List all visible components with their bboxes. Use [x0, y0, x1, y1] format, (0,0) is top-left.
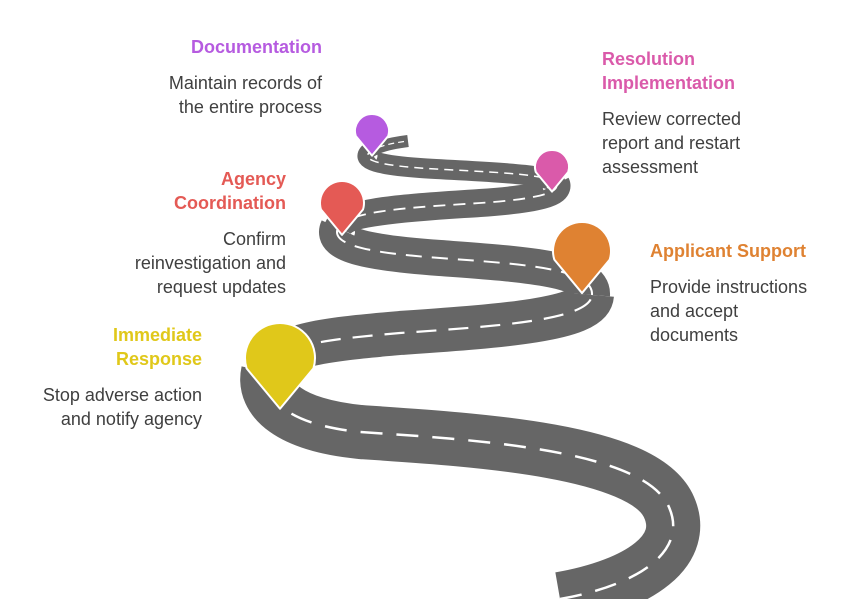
- step-description-line: reinvestigation and: [134, 253, 286, 273]
- step-title: Documentation: [169, 35, 322, 59]
- step-title-line: Immediate: [112, 325, 202, 345]
- step-description-line: documents: [650, 325, 739, 345]
- step-title-line: Resolution: [602, 49, 695, 69]
- step-description-line: Confirm: [222, 229, 286, 249]
- road-segment-1: [240, 366, 701, 599]
- step-description-line: request updates: [156, 277, 286, 297]
- map-pin-icon: [534, 149, 570, 193]
- step-description: Confirm reinvestigation and request update…: [135, 227, 286, 299]
- road-segment-4: [325, 177, 571, 237]
- step-description-line: Provide instructions: [650, 277, 808, 297]
- map-pins: [244, 113, 612, 410]
- step-applicant-support: Applicant Support Provide instructions an…: [650, 239, 807, 347]
- step-description-line: and accept: [650, 301, 739, 321]
- step-description-line: Review corrected: [602, 109, 742, 129]
- step-description-line: Maintain records of: [168, 73, 322, 93]
- step-description-line: the entire process: [178, 97, 322, 117]
- road-dash-2: [266, 294, 594, 373]
- step-description-line: and notify agency: [60, 409, 202, 429]
- step-title-line: Coordination: [174, 193, 286, 213]
- map-pin-icon: [354, 113, 390, 157]
- map-pin-icon: [319, 180, 365, 236]
- step-description-line: Stop adverse action: [42, 385, 202, 405]
- step-title-line: Implementation: [602, 73, 736, 93]
- step-description: Review corrected report and restart assess…: [602, 107, 741, 179]
- step-description-line: assessment: [602, 157, 699, 177]
- step-description: Stop adverse action and notify agency: [43, 383, 202, 431]
- step-description-line: report and restart: [602, 133, 741, 153]
- road-segment-2: [246, 285, 614, 381]
- map-pin-icon: [552, 221, 612, 295]
- step-title-line: Response: [115, 349, 202, 369]
- road-dash-1: [265, 371, 675, 599]
- step-title-line: Agency: [220, 169, 286, 189]
- step-documentation: Documentation Maintain records of the ent…: [169, 35, 322, 119]
- step-title: Applicant Support: [650, 239, 807, 263]
- map-pin-icon: [244, 322, 316, 410]
- road-dash-3: [336, 227, 594, 296]
- step-title-line: Documentation: [190, 37, 322, 57]
- road-segment-3: [319, 220, 610, 299]
- step-description: Provide instructions and accept documents: [650, 275, 807, 347]
- step-description: Maintain records of the entire process: [169, 71, 322, 119]
- road-segment-5: [357, 144, 566, 191]
- step-title-line: Applicant Support: [650, 241, 806, 261]
